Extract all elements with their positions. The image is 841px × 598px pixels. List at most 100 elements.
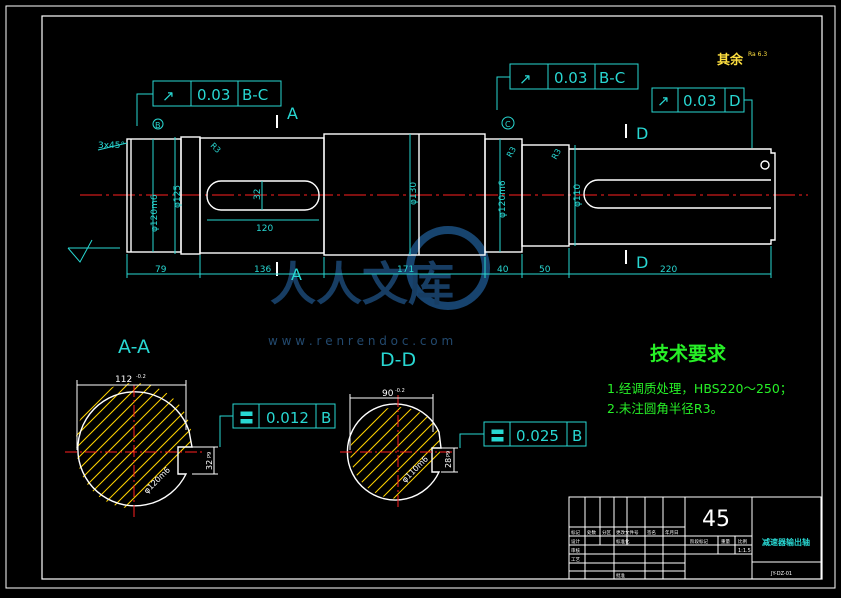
tb-role-design: 设计: [571, 538, 580, 545]
chamfer-leader: [97, 142, 128, 151]
tol-frame-2-leader: [496, 76, 510, 110]
dia-left-journal: φ120m6: [150, 194, 160, 232]
symmetry-icon: 〓: [239, 409, 254, 427]
symmetry-icon: 〓: [490, 427, 505, 445]
watermark-url: w w w . r e n r e n d o c . c o m: [268, 334, 453, 348]
section-label-d-bottom: D: [636, 253, 648, 272]
tol-frame-3-leader: [744, 99, 753, 148]
tol-frame-3-datum: D: [729, 92, 741, 110]
dim-40: 40: [497, 265, 509, 275]
tb-row-label-count: 处数: [587, 529, 596, 536]
section-aa-key-tol: P9: [207, 452, 213, 458]
title-block: [568, 496, 822, 580]
datum-b-circle-icon: [152, 118, 164, 130]
keyway-slot-right: [583, 179, 771, 209]
hatch-line: [99, 382, 191, 509]
section-aa-outline: [77, 391, 193, 507]
datum-c-circle-icon: [501, 116, 515, 130]
section-aa-gt-datum: B: [321, 409, 331, 427]
tb-role-standard: 标准化: [616, 538, 630, 545]
runout-icon: ↗: [162, 87, 175, 105]
tol-frame-2-value: 0.03: [554, 69, 587, 87]
keyway-length: 120: [256, 224, 273, 234]
section-aa-key-dim: 32: [205, 460, 214, 470]
shaft-outline: [126, 133, 776, 256]
tolerance-frame-1: ↗ 0.03 B-C: [136, 80, 282, 126]
tolerance-frame-2: ↗ 0.03 B-C: [496, 63, 639, 110]
roughness-symbol-icon: [67, 239, 93, 263]
dim-50: 50: [539, 265, 551, 275]
section-label-d-top: D: [636, 124, 648, 143]
tb-row-label-sign: 签名: [647, 529, 656, 536]
section-label-a-top: A: [287, 104, 298, 123]
hatch-line: [75, 382, 129, 509]
dim-136: 136: [254, 265, 271, 275]
dim-220: 220: [660, 265, 677, 275]
general-roughness: Ra 6.3: [748, 51, 767, 58]
section-dd-width-dim: 90: [382, 389, 394, 399]
runout-icon: ↗: [657, 92, 670, 110]
section-aa-width-dim: 112: [115, 375, 132, 385]
tol-frame-3-value: 0.03: [683, 92, 716, 110]
section-dd-gt-datum: B: [572, 427, 582, 445]
section-dd-gt-leader: [459, 433, 484, 448]
chamfer-note: 3x45°: [98, 141, 125, 151]
section-dd-key-dim: 28: [444, 458, 453, 468]
hatch-line: [350, 407, 425, 499]
section-dd-outline: [346, 403, 442, 501]
section-dd-key-tol: P9: [446, 451, 452, 457]
tb-role-approve: 批准: [616, 572, 625, 579]
tech-req-title: 技术要求: [650, 342, 727, 365]
tb-drawing-no: JY-DZ-01: [770, 571, 792, 577]
dia-center-collar: φ130: [409, 182, 419, 205]
hatch-line: [350, 407, 440, 499]
watermark-logo-text: 人人文库: [270, 257, 454, 311]
tb-row-label-mark: 标记: [571, 529, 580, 536]
watermark: 人人文库 w w w . r e n r e n d o c . c o m: [268, 226, 490, 348]
section-aa-hatch: [75, 382, 191, 509]
tb-role-review: 审核: [571, 547, 580, 554]
tech-req-item-1: 1.经调质处理，HBS220～250；: [607, 381, 792, 396]
section-dd-title: D-D: [380, 349, 416, 371]
dim-171: 171: [397, 265, 414, 275]
hatch-line: [75, 382, 189, 509]
keyway-slot-left: [206, 180, 320, 211]
tb-role-process: 工艺: [571, 557, 580, 563]
hatch-line: [75, 382, 191, 509]
hatch-line: [111, 382, 191, 509]
section-dd-drawing: 90 -0.2 28 P9 φ110m6 〓 0.025 B: [340, 388, 587, 510]
tb-row-label-date: 年月日: [665, 529, 679, 536]
section-aa-gt-value: 0.012: [266, 409, 309, 427]
hatch-line: [75, 382, 165, 509]
hatch-line: [87, 382, 191, 509]
fillet-label-3: R3: [550, 147, 563, 161]
runout-icon: ↗: [519, 70, 532, 88]
bottom-dim-chain: [126, 246, 772, 278]
fillet-label-1: R3: [209, 141, 223, 155]
datum-c-label: C: [505, 120, 511, 129]
inner-border: [41, 15, 823, 580]
keyway-width-dim: 32: [253, 189, 263, 200]
tb-stage-label: 阶段标记: [690, 538, 708, 545]
section-aa-dia-label: φ120m6: [142, 465, 172, 495]
tb-scale: 1:1.5: [738, 548, 751, 554]
tb-row-label-zone: 分区: [602, 529, 611, 536]
watermark-circle-icon: [406, 226, 490, 310]
section-aa-title: A-A: [118, 336, 150, 358]
dia-right-journal: φ120m6: [498, 180, 508, 218]
shaft-end-segment: [569, 148, 776, 245]
datum-b-label: B: [155, 121, 161, 130]
tb-scale-label: 比例: [738, 538, 747, 545]
tol-frame-2-datum: B-C: [599, 69, 625, 87]
shaft-right-step: [521, 144, 570, 247]
fillet-label-2: R3: [505, 145, 518, 159]
tb-weight-label: 重量: [721, 538, 730, 545]
title-block-frame: [568, 496, 822, 580]
section-aa-gt-leader: [219, 415, 233, 447]
tb-material: 45: [702, 507, 730, 532]
section-aa-drawing: 112 -0.2 32 P9 φ120m6 〓 0.012 B: [65, 374, 336, 520]
hatch-line: [75, 382, 153, 509]
tol-frame-1-value: 0.03: [197, 86, 230, 104]
